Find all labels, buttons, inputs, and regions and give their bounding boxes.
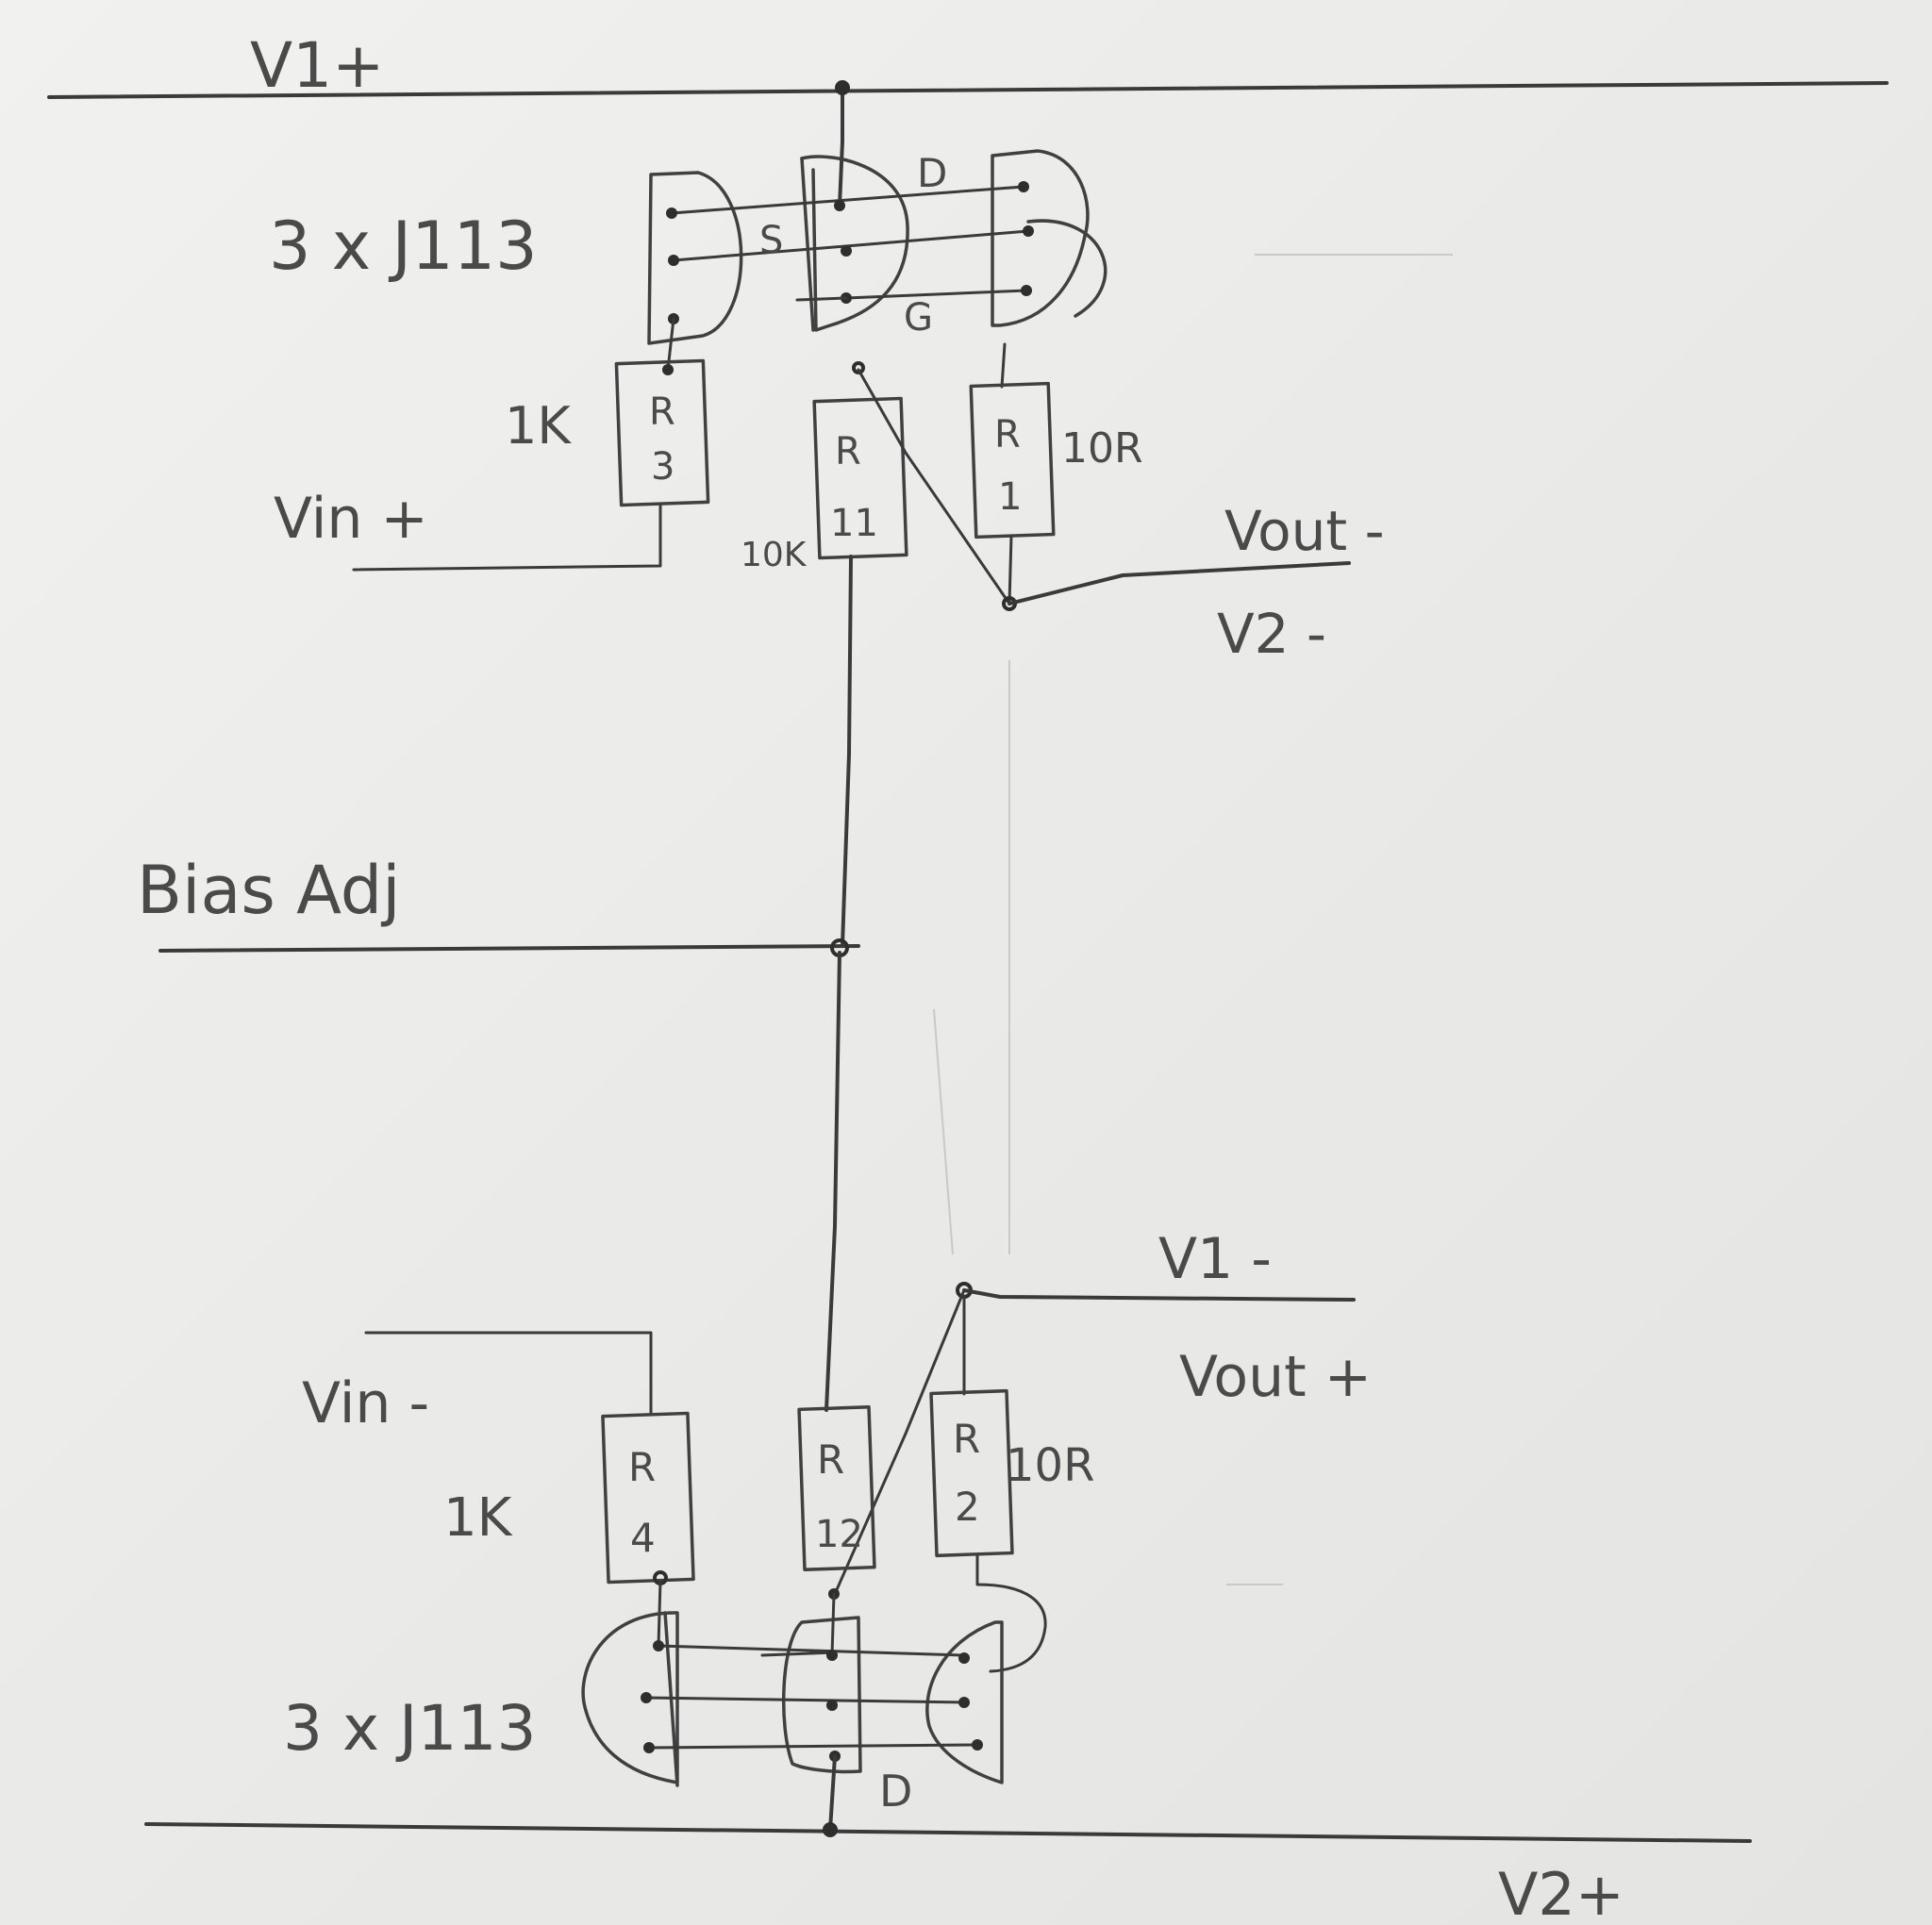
bias-adj-label: Bias Adj <box>137 852 401 929</box>
vout-plus-label: Vout + <box>1179 1344 1372 1410</box>
pin-dot <box>826 1650 838 1661</box>
r3-number: 3 <box>651 445 675 489</box>
v1-plus-label: V1+ <box>250 29 384 102</box>
r4-number: 4 <box>630 1515 656 1561</box>
r1-value: 10R <box>1061 424 1143 473</box>
lower-jfet-3 <box>925 1620 1004 1784</box>
vout-minus-label: Vout - <box>1224 499 1385 563</box>
lower-pin-row-2 <box>644 1696 966 1704</box>
r4-letter: R <box>628 1444 656 1490</box>
v1-minus-label: V1 - <box>1158 1226 1272 1292</box>
lower-jfet-1 <box>581 1611 679 1784</box>
r12-letter: R <box>817 1436 844 1483</box>
pin-dot <box>653 1640 664 1651</box>
upper-pin-g-label: G <box>904 296 933 340</box>
lower-jfet-2 <box>781 1616 862 1774</box>
r4-value: 1K <box>443 1487 513 1549</box>
pin-dot <box>1021 285 1032 296</box>
upper-gate-feedback-wire <box>857 368 1011 606</box>
pin-dot <box>826 1700 838 1711</box>
pin-dot <box>834 200 845 211</box>
upper-jfet-2 <box>800 155 909 332</box>
pin-dot <box>958 1652 970 1664</box>
r2-letter: R <box>953 1416 980 1462</box>
pin-dot <box>1023 225 1034 237</box>
r2-number: 2 <box>955 1484 980 1530</box>
v2-minus-label: V2 - <box>1217 602 1326 666</box>
upper-jfet-label: 3 x J113 <box>269 207 538 285</box>
vin-plus-label: Vin + <box>274 486 428 552</box>
upper-pin-row-2 <box>672 229 1030 262</box>
pin-dot <box>841 245 852 257</box>
lower-drain-wire <box>828 1754 837 1832</box>
vin-minus-label: Vin - <box>302 1370 429 1436</box>
r2-value: 10R <box>1006 1439 1094 1492</box>
r11-number: 11 <box>830 502 878 545</box>
upper-pin-row-1 <box>670 185 1025 215</box>
v1-plus-rail <box>47 81 1889 99</box>
lower-pin-d-label: D <box>879 1766 912 1817</box>
resistor-r2 <box>929 1388 1014 1558</box>
resistor-r11 <box>812 396 908 560</box>
r11-value: 10K <box>741 536 808 574</box>
lower-pin-row-3 <box>647 1743 979 1750</box>
erased-marks <box>933 254 1453 1585</box>
resistor-r4 <box>601 1411 695 1585</box>
v2-plus-junction <box>823 1822 838 1837</box>
upper-pin-s-label: S <box>759 219 783 262</box>
v2-plus-label: V2+ <box>1498 1860 1624 1925</box>
r1-letter: R <box>994 413 1021 456</box>
upper-pin-row-3 <box>844 289 1028 300</box>
v2-plus-rail <box>144 1822 1752 1843</box>
lower-pin-row-1 <box>657 1644 966 1657</box>
upper-jfet-1 <box>647 171 743 345</box>
r3-value: 1K <box>505 396 572 456</box>
v1-minus-wire <box>962 1288 1356 1302</box>
pin-dot <box>958 1697 970 1708</box>
vout-minus-wire <box>1008 561 1351 606</box>
pin-dot <box>1018 181 1029 192</box>
pin-dot <box>643 1742 655 1753</box>
vin-plus-wire <box>352 504 662 572</box>
r11-to-bias-wire <box>841 555 853 948</box>
vin-minus-wire <box>364 1331 653 1417</box>
r3-letter: R <box>649 390 675 434</box>
r1-number: 1 <box>998 475 1022 519</box>
pin-dot <box>641 1692 652 1703</box>
upper-pin-d-label: D <box>917 150 947 196</box>
pin-dot <box>662 364 674 375</box>
r12-number: 12 <box>815 1513 863 1556</box>
upper-drain-wire <box>838 86 844 207</box>
lower-jfet-label: 3 x J113 <box>283 1692 536 1765</box>
r11-letter: R <box>835 430 861 473</box>
pin-dot <box>666 207 677 219</box>
v1-plus-junction <box>835 80 850 95</box>
resistor-r1 <box>969 381 1056 539</box>
resistor-r3 <box>614 358 710 507</box>
lower-gate-feedback-wire <box>833 1288 966 1596</box>
pin-dot <box>972 1739 983 1751</box>
bias-adj-rail <box>158 944 860 953</box>
pin-dot <box>668 255 679 266</box>
upper-jfet-3 <box>991 149 1090 327</box>
bias-to-r12-wire <box>824 951 841 1412</box>
resistor-r12 <box>797 1405 876 1571</box>
